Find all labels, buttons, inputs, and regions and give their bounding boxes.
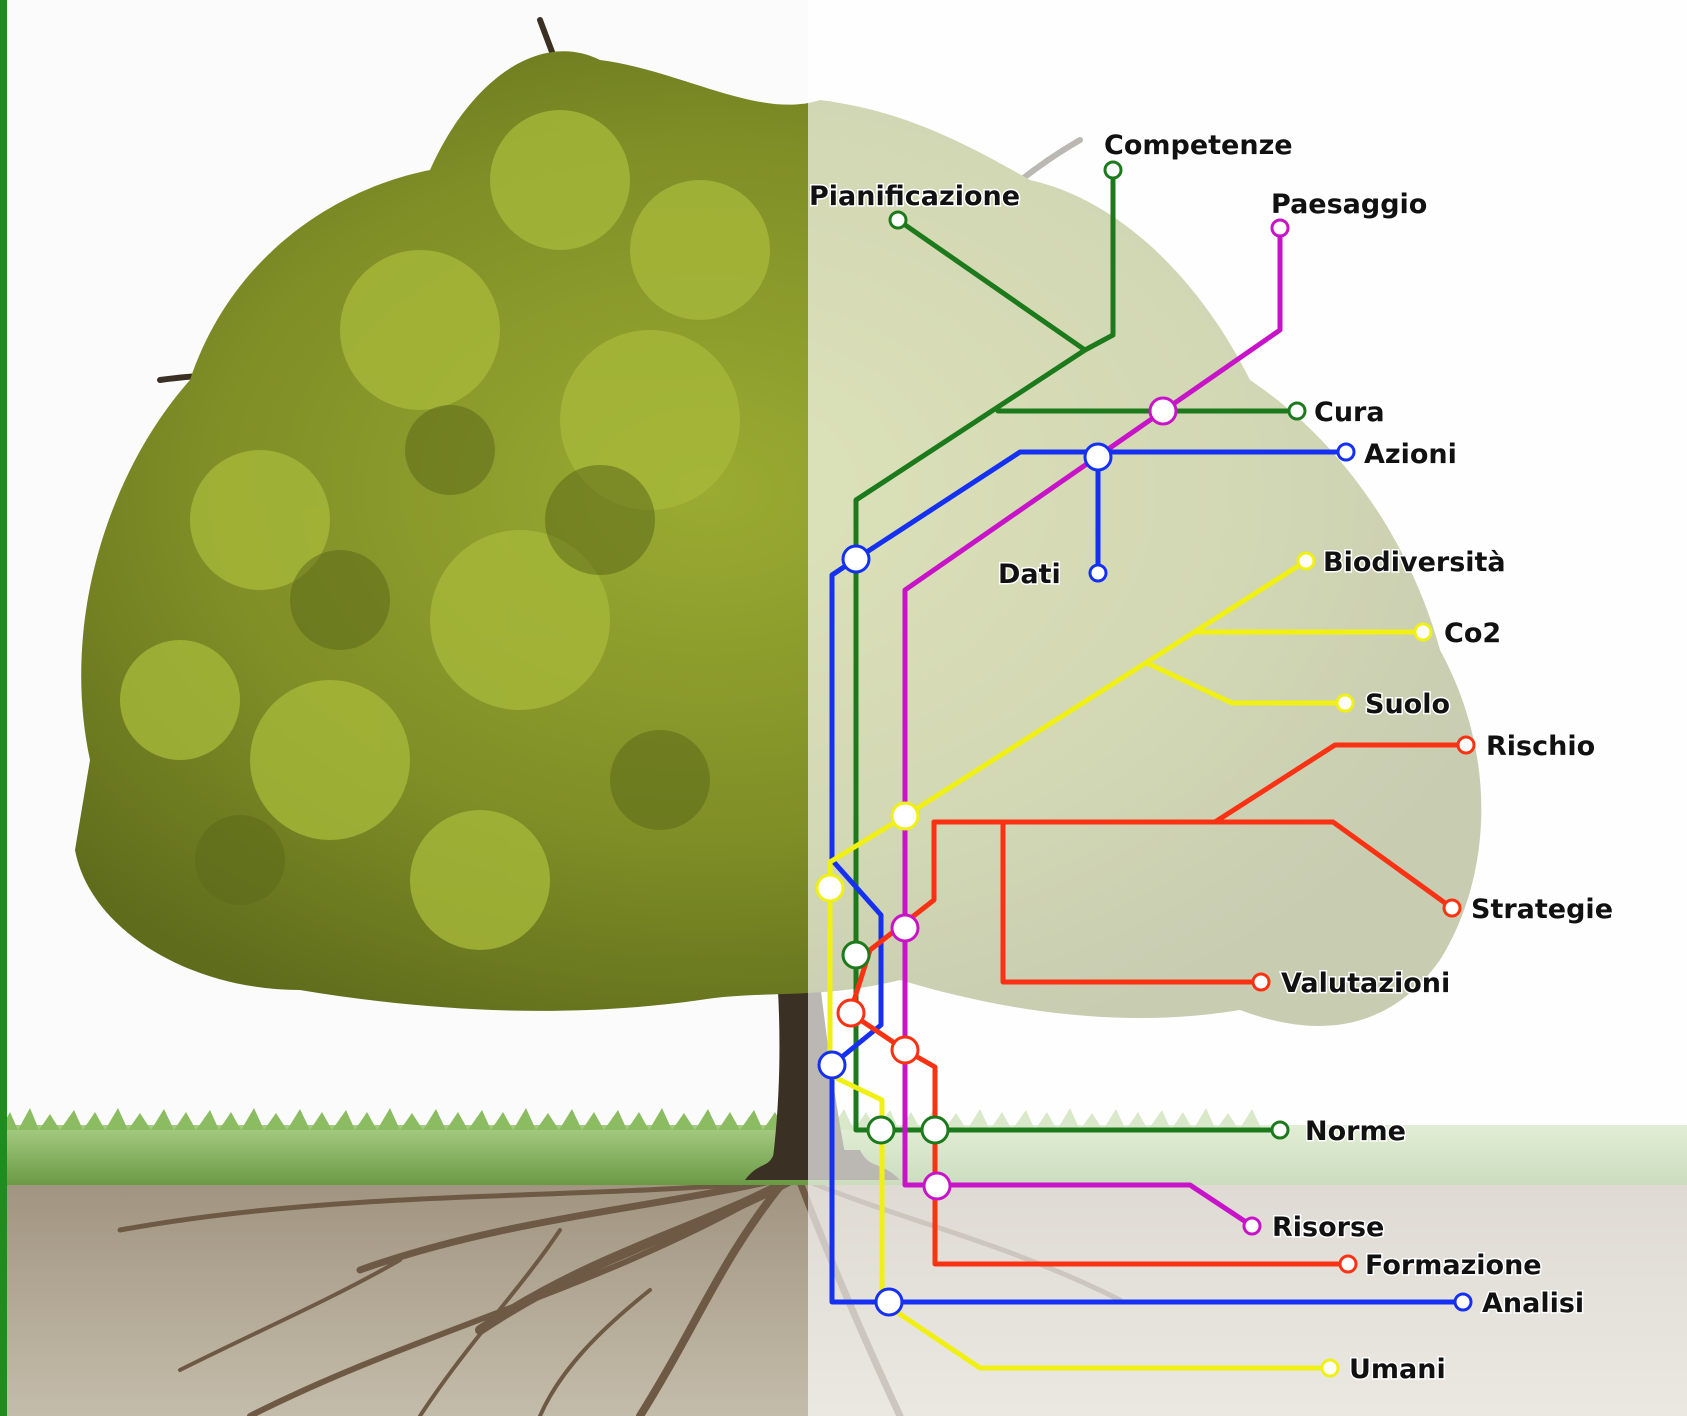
label-analisi: Analisi bbox=[1482, 1288, 1584, 1319]
label-strategie: Strategie bbox=[1471, 894, 1613, 925]
label-valutazioni: Valutazioni bbox=[1281, 968, 1450, 999]
station-biodiversita bbox=[1298, 553, 1314, 569]
station-competenze bbox=[1105, 162, 1121, 178]
label-dati: Dati bbox=[998, 559, 1061, 590]
hub-blue-magenta bbox=[1085, 444, 1111, 470]
hub-magenta-red bbox=[892, 915, 918, 941]
label-norme: Norme bbox=[1305, 1116, 1406, 1147]
station-cura bbox=[1289, 403, 1305, 419]
station-formazione bbox=[1340, 1256, 1356, 1272]
label-umani: Umani bbox=[1349, 1354, 1446, 1385]
station-pianificazione bbox=[890, 212, 906, 228]
label-co2: Co2 bbox=[1444, 618, 1501, 649]
hub-yellow-magenta bbox=[892, 803, 918, 829]
label-formazione: Formazione bbox=[1365, 1250, 1542, 1281]
hub-magenta-red-low bbox=[924, 1173, 950, 1199]
label-paesaggio: Paesaggio bbox=[1271, 189, 1427, 220]
label-biodiversita: Biodiversità bbox=[1323, 547, 1506, 578]
hub-red-blue bbox=[838, 1000, 864, 1026]
hub-blue-green bbox=[843, 546, 869, 572]
frame-bar bbox=[0, 0, 7, 1416]
label-risorse: Risorse bbox=[1272, 1212, 1384, 1243]
hub-blue-yellow bbox=[819, 1052, 845, 1078]
station-co2 bbox=[1415, 624, 1431, 640]
station-paesaggio bbox=[1272, 220, 1288, 236]
station-azioni bbox=[1338, 444, 1354, 460]
station-umani bbox=[1322, 1360, 1338, 1376]
label-azioni: Azioni bbox=[1364, 439, 1457, 470]
hub-green-red-low bbox=[922, 1117, 948, 1143]
label-competenze: Competenze bbox=[1104, 130, 1293, 161]
hub-red-magenta bbox=[892, 1037, 918, 1063]
label-pianificazione: Pianificazione bbox=[809, 181, 1020, 212]
label-cura: Cura bbox=[1314, 397, 1385, 428]
hub-yellow-blue bbox=[817, 875, 843, 901]
label-suolo: Suolo bbox=[1365, 689, 1450, 720]
station-analisi bbox=[1455, 1294, 1471, 1310]
hub-green-red bbox=[843, 942, 869, 968]
station-risorse bbox=[1244, 1218, 1260, 1234]
hub-blue-yellow-low bbox=[876, 1289, 902, 1315]
hub-green-yellow bbox=[868, 1117, 894, 1143]
station-valutazioni bbox=[1253, 974, 1269, 990]
station-suolo bbox=[1337, 695, 1353, 711]
station-norme bbox=[1272, 1122, 1288, 1138]
right-half-veil bbox=[808, 0, 1687, 1416]
hub-magenta-green bbox=[1150, 398, 1176, 424]
station-dati bbox=[1090, 565, 1106, 581]
station-rischio bbox=[1458, 737, 1474, 753]
label-rischio: Rischio bbox=[1486, 731, 1595, 762]
station-strategie bbox=[1444, 900, 1460, 916]
